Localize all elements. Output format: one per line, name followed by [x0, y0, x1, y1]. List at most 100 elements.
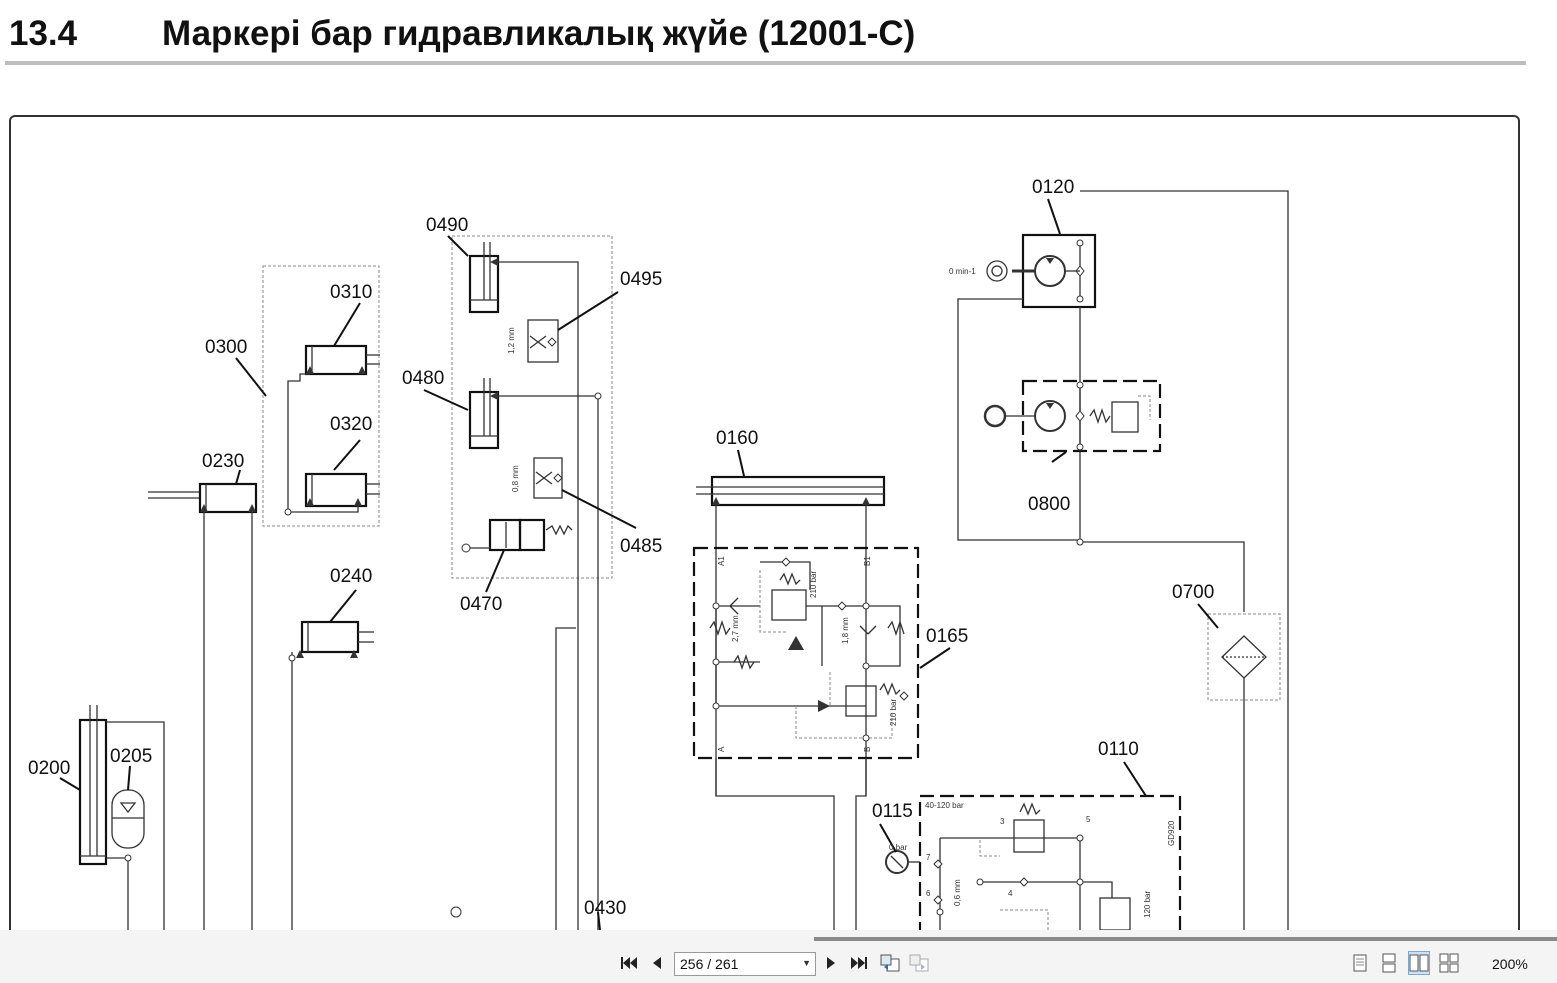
gauge-0115 — [885, 850, 920, 874]
leader-0110 — [1123, 761, 1147, 797]
label-0160: 0160 — [716, 428, 758, 449]
label-0320: 0320 — [330, 414, 372, 435]
note-06mm: 0,6 mm — [953, 879, 962, 906]
label-0480: 0480 — [402, 368, 444, 389]
note-210bar-a: 210 bar — [809, 571, 818, 598]
note-18mm: 1,8 mm — [841, 617, 850, 644]
leader-0115 — [879, 823, 897, 853]
label-0310: 0310 — [330, 282, 372, 303]
leader-0310 — [333, 302, 361, 347]
leader-0300 — [235, 357, 267, 397]
note-210bar-b: 210 bar — [889, 699, 898, 726]
leader-0205 — [127, 765, 131, 791]
note-5: 5 — [1086, 815, 1091, 824]
label-0230: 0230 — [202, 451, 244, 472]
heading-rule — [5, 61, 1526, 65]
cylinder-0310 — [287, 344, 380, 512]
valve-0470 — [461, 518, 573, 553]
leader-0240 — [329, 589, 357, 623]
page-number-field[interactable]: 256 / 261 ▼ — [674, 952, 816, 976]
note-0bar: 0 bar — [889, 843, 908, 852]
cylinder-0240 — [288, 620, 374, 930]
accumulator-0205 — [106, 789, 145, 930]
note-120bar: 120 bar — [1143, 891, 1152, 918]
leader-0700 — [1197, 603, 1219, 629]
note-3: 3 — [1000, 817, 1005, 826]
cylinder-0230 — [148, 482, 258, 930]
note-12mm: 1,2 mm — [507, 327, 516, 354]
label-0205: 0205 — [110, 746, 152, 767]
label-0115: 0115 — [872, 801, 913, 822]
note-7: 7 — [926, 853, 931, 862]
note-4: 4 — [1008, 889, 1013, 898]
label-0200: 0200 — [28, 758, 70, 779]
continuous-icon[interactable] — [1378, 951, 1400, 975]
note-6: 6 — [926, 889, 931, 898]
leader-0165 — [919, 647, 951, 669]
pivot-0430 — [450, 906, 462, 918]
leader-0800 — [1051, 451, 1067, 463]
filter-0700 — [1207, 613, 1281, 930]
leader-0485 — [561, 489, 637, 529]
label-0300: 0300 — [205, 337, 247, 358]
note-a: A — [717, 746, 726, 752]
zoom-level[interactable]: 200% — [1492, 956, 1528, 972]
note-b1: B1 — [863, 556, 872, 566]
note-27mm: 2,7 mm — [731, 615, 740, 642]
last-page-icon[interactable] — [846, 950, 872, 976]
leader-0430 — [597, 911, 601, 930]
leader-0200 — [59, 777, 81, 791]
note-08mm: 0,8 mm — [511, 465, 520, 492]
note-0min: 0 min-1 — [949, 267, 976, 276]
group-0300-box — [262, 265, 380, 527]
note-40-120bar: 40-120 bar — [925, 801, 964, 810]
label-0490: 0490 — [426, 215, 468, 236]
label-0800: 0800 — [1028, 494, 1070, 515]
note-gd920: GD920 — [1167, 820, 1176, 846]
label-0495: 0495 — [620, 269, 662, 290]
leader-0490 — [447, 235, 469, 257]
leader-0470 — [485, 549, 505, 593]
section-number: 13.4 — [9, 14, 78, 53]
label-0240: 0240 — [330, 566, 372, 587]
leader-0480 — [423, 389, 469, 411]
scroll-track[interactable] — [814, 937, 1557, 941]
valve-block-0165-internals — [709, 557, 909, 742]
single-page-icon[interactable] — [1349, 951, 1371, 975]
valve-block-0110 — [918, 794, 1182, 930]
label-0470: 0470 — [460, 594, 502, 615]
leader-0160 — [737, 449, 745, 477]
label-0700: 0700 — [1172, 582, 1214, 603]
first-page-icon[interactable] — [616, 950, 642, 976]
leader-0495 — [557, 291, 619, 331]
cylinder-0320 — [284, 472, 380, 516]
previous-view-icon[interactable] — [877, 950, 903, 976]
note-b: B — [863, 747, 872, 752]
cylinder-0490 — [468, 242, 579, 930]
throttle-0495 — [527, 319, 559, 363]
label-0485: 0485 — [620, 536, 662, 557]
previous-page-icon[interactable] — [644, 950, 670, 976]
cylinder-0160 — [696, 475, 886, 796]
label-0110: 0110 — [1098, 739, 1139, 760]
label-0120: 0120 — [1032, 177, 1074, 198]
valve-block-0110-internals — [933, 802, 1131, 930]
facing-pages-icon[interactable] — [1408, 951, 1430, 975]
page-number-value: 256 / 261 — [680, 956, 739, 972]
section-title: Маркері бар гидравликалық жүйе (12001-С) — [162, 14, 916, 53]
viewer-toolbar: 256 / 261 ▼ 200% — [0, 930, 1557, 983]
next-view-icon[interactable] — [906, 950, 932, 976]
label-0165: 0165 — [926, 626, 968, 647]
leader-0120 — [1047, 198, 1061, 235]
hydraulic-schematic: 0490 0495 0480 0485 0470 0310 0300 0320 … — [28, 177, 1289, 930]
label-0430: 0430 — [584, 898, 626, 919]
section-heading: 13.4 Маркері бар гидравликалық жүйе (120… — [0, 0, 1557, 70]
group-0490-box — [451, 235, 613, 579]
note-a1: A1 — [717, 556, 726, 566]
motor-0800 — [983, 379, 1162, 453]
cylinder-0200 — [78, 705, 165, 930]
next-page-icon[interactable] — [818, 950, 844, 976]
chevron-down-icon[interactable]: ▼ — [802, 958, 811, 968]
continuous-facing-icon[interactable] — [1438, 951, 1460, 975]
valve-block-0165 — [692, 546, 920, 760]
